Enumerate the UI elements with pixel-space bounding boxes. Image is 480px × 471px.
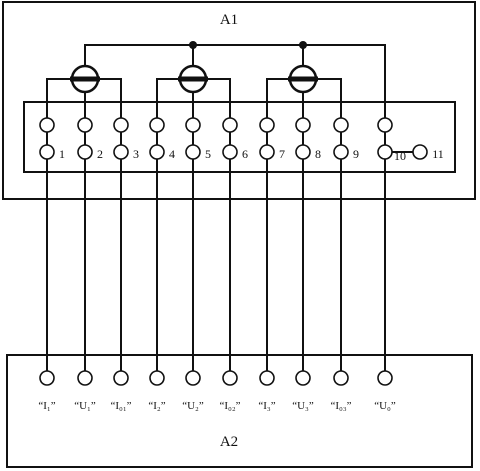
terminal-number: 5 bbox=[205, 147, 211, 161]
a1-lower-terminal bbox=[149, 144, 165, 160]
a2-signal-label: “U₀” bbox=[374, 400, 396, 412]
a2-signal-label: “I₀₁” bbox=[110, 400, 131, 412]
a1-upper-terminal bbox=[77, 117, 93, 133]
a1-upper-terminal bbox=[259, 117, 275, 133]
a1-upper-terminal bbox=[295, 117, 311, 133]
unit-a1-label: A1 bbox=[220, 12, 238, 28]
a1-lower-terminal bbox=[185, 144, 201, 160]
terminal-number: 10 bbox=[394, 149, 406, 163]
a2-terminal bbox=[185, 370, 201, 386]
terminals bbox=[39, 117, 428, 386]
a2-terminal bbox=[377, 370, 393, 386]
a1-upper-terminal bbox=[222, 117, 238, 133]
terminal-11 bbox=[412, 144, 428, 160]
a1-lower-terminal bbox=[295, 144, 311, 160]
a1-lower-terminal bbox=[377, 144, 393, 160]
meter-symbols bbox=[70, 64, 318, 94]
a2-terminal bbox=[222, 370, 238, 386]
a2-signal-label: “U₃” bbox=[292, 400, 314, 412]
terminal-number: 1 bbox=[59, 147, 65, 161]
a2-terminal bbox=[149, 370, 165, 386]
a2-signal-label: “I₀₃” bbox=[330, 400, 351, 412]
a1-lower-terminal bbox=[113, 144, 129, 160]
a2-signal-label: “U₂” bbox=[182, 400, 204, 412]
terminal-labels: 1 2 3 4 5 6 7 8 9 10 11 “I₁” “U₁” “I₀₁” “I₂” “U₂” “I₀₂” “… bbox=[38, 147, 443, 412]
unit-a2-label: A2 bbox=[220, 434, 238, 450]
a2-signal-label: “I₃” bbox=[258, 400, 275, 412]
a1-lower-terminal bbox=[259, 144, 275, 160]
a2-signal-label: “I₁” bbox=[38, 400, 55, 412]
a1-lower-terminal bbox=[222, 144, 238, 160]
a2-signal-label: “I₀₂” bbox=[219, 400, 240, 412]
a1-lower-terminal bbox=[333, 144, 349, 160]
terminal-number: 4 bbox=[169, 147, 175, 161]
terminal-number: 6 bbox=[242, 147, 248, 161]
a1-upper-terminal bbox=[377, 117, 393, 133]
terminal-block bbox=[23, 101, 456, 173]
a1-upper-terminal bbox=[333, 117, 349, 133]
a1-upper-terminal bbox=[113, 117, 129, 133]
a2-terminal bbox=[113, 370, 129, 386]
a2-terminal bbox=[77, 370, 93, 386]
a1-upper-terminal bbox=[185, 117, 201, 133]
a2-terminal bbox=[259, 370, 275, 386]
a2-terminal bbox=[295, 370, 311, 386]
a1-upper-terminal bbox=[149, 117, 165, 133]
a2-signal-label: “I₂” bbox=[148, 400, 165, 412]
a1-lower-terminal bbox=[39, 144, 55, 160]
terminal-number: 9 bbox=[353, 147, 359, 161]
terminal-number: 11 bbox=[432, 147, 444, 161]
terminal-number: 7 bbox=[279, 147, 285, 161]
a1-lower-terminal bbox=[77, 144, 93, 160]
a2-terminal bbox=[333, 370, 349, 386]
terminal-number: 8 bbox=[315, 147, 321, 161]
terminal-number: 3 bbox=[133, 147, 139, 161]
a2-signal-label: “U₁” bbox=[74, 400, 96, 412]
a2-terminal bbox=[39, 370, 55, 386]
terminal-number: 2 bbox=[97, 147, 103, 161]
a1-upper-terminal bbox=[39, 117, 55, 133]
